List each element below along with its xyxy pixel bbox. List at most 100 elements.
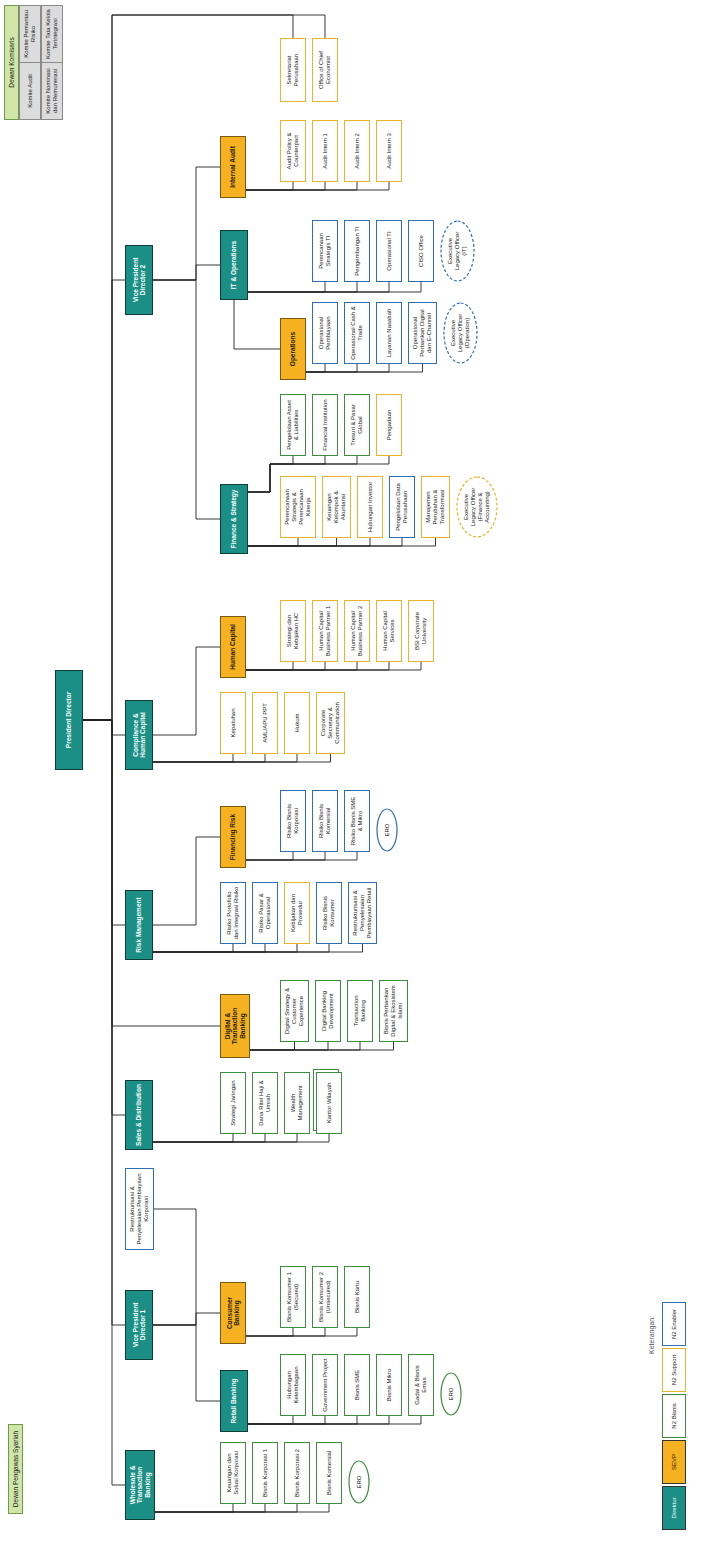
- node-label: BSI Corporate University: [414, 604, 428, 658]
- business-unit-box: Strategi Jaringan: [220, 1072, 246, 1134]
- connector-line: [234, 300, 280, 349]
- node-label: Komite Pemantau Risiko: [23, 9, 37, 59]
- connector-line: [153, 754, 331, 762]
- connector-line: [248, 1416, 293, 1424]
- node-label: Digital Strategy & Customer Experience: [284, 984, 305, 1038]
- node-label: Layanan Nasabah: [386, 309, 393, 358]
- connector-line: [153, 1134, 233, 1142]
- sevp-box: Internal Audit: [220, 136, 246, 198]
- node-label: Kantor Wilayah: [326, 1083, 333, 1124]
- director-box: Risk Management: [125, 890, 153, 960]
- node-label: Executive Legacy Officer (IT): [447, 229, 468, 273]
- node-label: Kepatuhan: [230, 708, 237, 737]
- connector-line: [83, 15, 293, 720]
- connector-line: [248, 282, 357, 292]
- sevp-box: Operations: [280, 318, 306, 380]
- legend-swatch: SEVP: [662, 1440, 686, 1484]
- enabler-unit-box: Perencanaan Strategis TI: [312, 220, 338, 282]
- support-unit-box: Human Capital Business Partner 2: [344, 600, 370, 662]
- connector-line: [83, 720, 125, 925]
- support-unit-box: Strategi dan Kebijakan HC: [280, 600, 306, 662]
- support-unit-box: Hukum: [284, 692, 310, 754]
- node-label: Strategi Jaringan: [230, 1080, 237, 1125]
- connector-line: [246, 1328, 357, 1336]
- director-box: Wholesale & Transaction Banking: [125, 1450, 155, 1520]
- connector-line: [153, 944, 329, 952]
- director-box: President Director: [55, 670, 83, 770]
- connector-line: [153, 265, 220, 280]
- business-unit-box: Bisnis Konsumer 2 (Unsecured): [312, 1266, 338, 1328]
- ero-ellipse: ERO: [440, 1372, 462, 1416]
- node-label: Audit Intern 2: [354, 133, 361, 169]
- director-box: IT & Operations: [220, 230, 248, 300]
- sevp-box: Financing Risk: [220, 806, 246, 868]
- connector-line: [246, 182, 389, 190]
- support-unit-box: Audit Intern 2: [344, 120, 370, 182]
- legacy-officer-ellipse: Executive Legacy Officer (Operation): [443, 302, 478, 364]
- committee-box: Komite Tata Kelola Terintegrasi: [41, 5, 63, 63]
- connector-line: [246, 662, 325, 670]
- support-unit-box: Pengadaan: [376, 394, 402, 456]
- node-label: Gadai & Bisnis Emas: [414, 1358, 428, 1412]
- node-label: Komite Audit: [27, 74, 34, 108]
- enabler-unit-box: Pengelolaan Data Perusahaan: [389, 476, 415, 538]
- node-label: Wealth Management: [290, 1076, 304, 1130]
- node-label: IT & Operations: [230, 241, 237, 289]
- connector-line: [246, 1328, 325, 1336]
- node-label: Operasional Perbankan Digital dan E-Chan…: [412, 306, 433, 360]
- business-unit-box: Bisnis Konsumer 1 (Secured): [280, 1266, 306, 1328]
- connector-line: [153, 1134, 297, 1142]
- business-unit-box: Digital Banking Development: [315, 980, 341, 1042]
- connector-line: [248, 1416, 357, 1424]
- connector-line: [153, 754, 233, 762]
- node-label: Bisnis Korporasi 2: [294, 1449, 301, 1497]
- node-label: Bisnis SME: [354, 1370, 361, 1401]
- node-label: Executive Legacy Officer (Operation): [450, 311, 471, 355]
- connector-line: [155, 1504, 329, 1512]
- node-label: Wholesale & Transaction Banking: [129, 1454, 151, 1516]
- connector-line: [153, 754, 297, 762]
- connector-line: [246, 662, 357, 670]
- node-label: Operasional Pembiayaan: [318, 306, 332, 360]
- connector-line: [306, 364, 423, 372]
- business-unit-box: Transaction Banking: [347, 980, 373, 1042]
- connector-line: [155, 1504, 297, 1512]
- business-unit-box: Wealth Management: [284, 1072, 310, 1134]
- enabler-unit-box: Pengembangan TI: [344, 220, 370, 282]
- node-label: Kebijakan dan Prosedur: [290, 886, 304, 940]
- sevp-box: Digital & Transaction Banking: [220, 994, 250, 1058]
- enabler-unit-box: Layanan Nasabah: [376, 302, 402, 364]
- business-unit-box: Financial Institution: [312, 394, 338, 456]
- connector-line: [153, 647, 220, 735]
- node-label: ERO: [384, 824, 391, 837]
- node-label: Audit Intern 1: [322, 133, 329, 169]
- node-label: Bisnis Kartu: [354, 1281, 361, 1313]
- node-label: Risiko Bisnis Komersial: [318, 794, 332, 848]
- node-label: Operasional Cash & Trade: [350, 306, 364, 360]
- connector-line: [153, 167, 220, 280]
- support-unit-box: AML/APU PPT: [252, 692, 278, 754]
- enabler-unit-box: Risiko Bisnis SME & Mikro: [344, 790, 370, 852]
- connector-line: [153, 754, 265, 762]
- support-unit-box: Corporate Secretary & Communication: [316, 692, 345, 754]
- connector-line: [153, 944, 297, 952]
- business-unit-box: Bisnis SME: [344, 1354, 370, 1416]
- node-label: ERO: [448, 1388, 455, 1401]
- legend-title: Keterangan:: [648, 1316, 655, 1354]
- connector-line: [153, 944, 363, 952]
- node-label: Keuangan dan Solusi Korporasi: [226, 1446, 240, 1500]
- business-unit-box: Bisnis Mikro: [376, 1354, 402, 1416]
- node-label: Pengadaan: [386, 410, 393, 441]
- connector-line: [248, 282, 389, 292]
- enabler-unit-box: Risiko Pasar & Operasional: [252, 882, 278, 944]
- connector-line: [246, 852, 325, 860]
- connector-line: [153, 1313, 220, 1325]
- connector-line: [248, 538, 298, 546]
- node-label: Pengelolaan Asset & Liabilities: [286, 398, 300, 452]
- connector-line: [153, 1134, 265, 1142]
- connector-line: [248, 538, 337, 546]
- legend-label: SEVP: [671, 1454, 678, 1470]
- node-label: President Director: [65, 692, 72, 748]
- node-label: Digital Banking Development: [321, 984, 335, 1038]
- connector-line: [306, 364, 357, 372]
